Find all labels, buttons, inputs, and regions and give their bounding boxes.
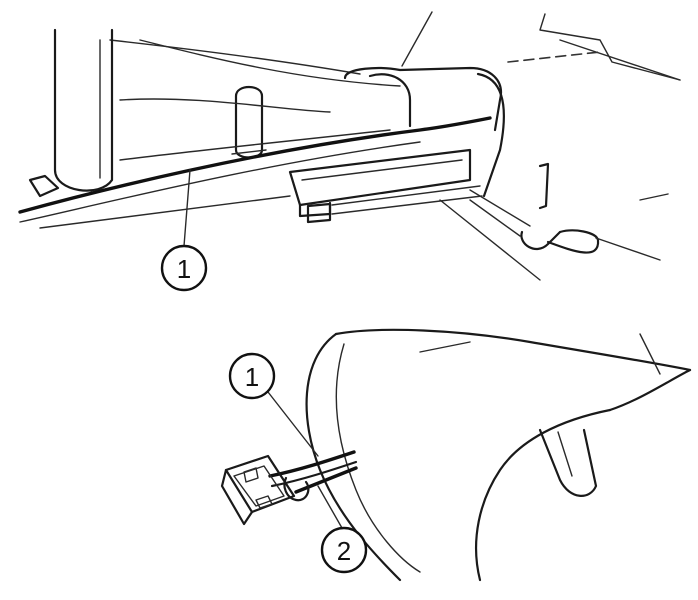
- housing-top-edge: [334, 328, 692, 372]
- right-edge-line-2: [639, 193, 669, 201]
- foot-knob: [538, 428, 598, 497]
- scale-strip: [507, 51, 601, 63]
- housing-bottom-curve: [474, 408, 612, 582]
- left-tube: [53, 28, 114, 192]
- right-base-line-2: [469, 199, 521, 237]
- upper-view: 1: [18, 11, 681, 292]
- connector-front-box: [306, 202, 332, 224]
- clamp-loop-2: [476, 72, 505, 198]
- wire-upper-2: [270, 460, 358, 488]
- cable-harness: [18, 116, 492, 214]
- right-knob-body: [546, 229, 600, 254]
- panel-right-edge: [559, 39, 681, 81]
- right-knob: [520, 230, 562, 250]
- callout-upper-1-leader: [183, 169, 191, 247]
- housing-right-edge: [608, 368, 692, 412]
- housing-dash: [419, 341, 471, 353]
- cable-lower-edge: [39, 195, 291, 229]
- panel-back-edge: [539, 13, 681, 81]
- right-lever: [538, 162, 550, 210]
- housing-outline: [305, 332, 402, 582]
- callout-lower-1-label: 1: [245, 362, 259, 392]
- right-edge-line: [595, 237, 661, 261]
- foot-knob-inner: [557, 431, 573, 477]
- right-lower-line: [439, 199, 541, 281]
- connector-block: [288, 148, 472, 207]
- clamp-loop: [368, 73, 412, 128]
- right-base-line: [469, 189, 531, 227]
- callout-lower-1-leader: [267, 391, 319, 457]
- lower-view: 1 2: [220, 328, 692, 582]
- middle-post-base: [231, 149, 267, 155]
- panel-top-curve: [139, 39, 401, 87]
- plug-body: [224, 454, 296, 514]
- panel-upper-edge: [109, 39, 361, 75]
- left-tube-foot: [28, 174, 60, 198]
- callout-lower-2-circle: [320, 526, 368, 574]
- cable-harness-parallel: [19, 141, 421, 223]
- connector-rail: [331, 185, 481, 206]
- housing-inner-curve: [335, 343, 421, 573]
- top-leader-line: [401, 11, 433, 67]
- lower-body-edge: [119, 129, 391, 161]
- wire-lower: [294, 466, 358, 494]
- callout-upper-1-label: 1: [177, 254, 191, 284]
- callout-lower-2-label: 2: [337, 536, 351, 566]
- plug-face: [233, 465, 285, 507]
- callout-lower-2-leader: [317, 485, 343, 529]
- plug-slot: [243, 467, 259, 483]
- connector-block-inner: [301, 159, 463, 181]
- plug-latch: [255, 495, 273, 509]
- plug-side: [220, 468, 254, 526]
- housing-step: [639, 333, 661, 375]
- connector-rail-2: [331, 195, 483, 215]
- back-rail: [119, 98, 331, 113]
- clamp-body: [343, 66, 503, 132]
- callout-lower-1-circle: [228, 352, 276, 400]
- callout-upper-1-circle: [160, 244, 208, 292]
- wire-sleeve: [283, 476, 310, 502]
